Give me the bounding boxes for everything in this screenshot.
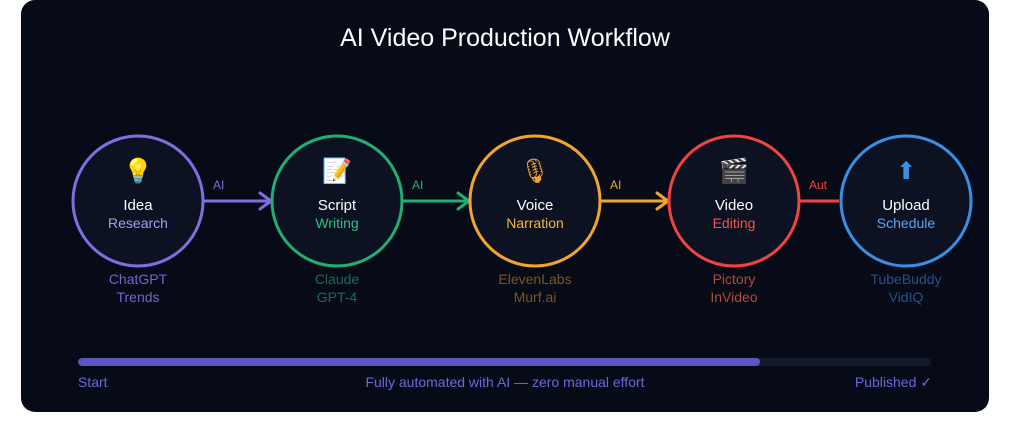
step-subtitle: Research <box>108 215 168 231</box>
tool-label: Murf.ai <box>514 289 557 305</box>
connector-label-2: AI <box>412 178 423 192</box>
progress-end-label: Published ✓ <box>854 374 932 390</box>
progress-track <box>78 358 931 366</box>
microphone-icon: 🎙 <box>520 157 550 185</box>
script-icon: 📝 <box>322 157 352 185</box>
step-title: Video <box>715 197 753 214</box>
step-circle <box>667 134 801 268</box>
tool-label: GPT-4 <box>317 289 358 305</box>
connector-label-4: Aut <box>809 178 828 192</box>
step-subtitle: Narration <box>506 215 564 231</box>
step-circle <box>270 134 404 268</box>
lightbulb-icon: 💡 <box>123 157 153 185</box>
tool-label: TubeBuddy <box>870 271 941 287</box>
progress-caption: Fully automated with AI — zero manual ef… <box>365 374 645 390</box>
clapperboard-icon: 🎬 <box>719 157 749 185</box>
step-subtitle: Writing <box>315 215 358 231</box>
step-circle <box>468 134 602 268</box>
progress-start-label: Start <box>78 374 108 390</box>
step-title: Upload <box>882 197 930 214</box>
step-title: Idea <box>123 197 153 214</box>
page-title: AI Video Production Workflow <box>340 24 670 52</box>
workflow-panel: AI Video Production Workflow AI AI AI Aut 💡 I… <box>21 0 989 412</box>
tool-label: VidIQ <box>889 289 924 305</box>
tool-label: InVideo <box>710 289 757 305</box>
step-circle <box>71 134 205 268</box>
tool-label: ElevenLabs <box>498 271 571 287</box>
tool-label: ChatGPT <box>109 271 168 287</box>
tool-label: Pictory <box>713 271 756 287</box>
tool-label: Trends <box>116 289 159 305</box>
progress-fill <box>78 358 761 366</box>
connector-label-1: AI <box>213 178 224 192</box>
step-subtitle: Editing <box>713 215 756 231</box>
tool-label: Claude <box>315 271 360 287</box>
step-title: Script <box>318 197 357 214</box>
step-title: Voice <box>517 197 554 214</box>
upload-arrow-icon: ⬆ <box>896 157 916 185</box>
connector-label-3: AI <box>610 178 621 192</box>
step-circle <box>839 134 973 268</box>
step-subtitle: Schedule <box>877 215 936 231</box>
